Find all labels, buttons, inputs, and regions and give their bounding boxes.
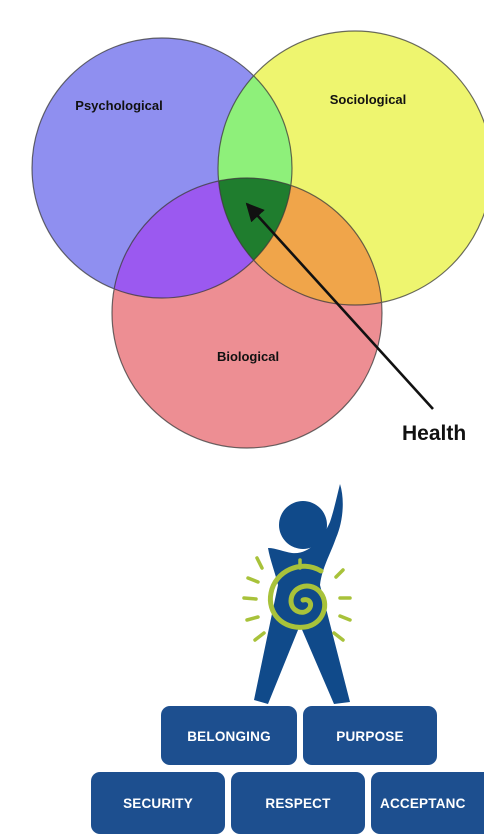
spiral-icon — [242, 556, 352, 642]
venn-diagram: Psychological Sociological Biological He… — [31, 30, 484, 449]
health-label: Health — [402, 422, 466, 445]
health-arrow — [245, 202, 434, 410]
block-purpose: PURPOSE — [303, 706, 437, 765]
psychological-label: Psychological — [75, 98, 162, 113]
block-acceptance: ACCEPTANC — [371, 772, 484, 834]
block-respect-label: RESPECT — [265, 796, 331, 811]
block-security: SECURITY — [91, 772, 225, 834]
figure-person-icon — [254, 484, 350, 704]
biological-label: Biological — [217, 349, 279, 364]
block-belonging-label: BELONGING — [187, 729, 271, 744]
block-purpose-label: PURPOSE — [336, 729, 403, 744]
block-respect: RESPECT — [231, 772, 365, 834]
block-security-label: SECURITY — [123, 796, 193, 811]
psych-bio-overlap — [112, 178, 292, 298]
sociological-label: Sociological — [330, 92, 407, 107]
figure-body — [254, 484, 350, 704]
figure-head — [279, 501, 327, 549]
block-acceptance-label: ACCEPTANC — [380, 796, 466, 811]
block-belonging: BELONGING — [161, 706, 297, 765]
socio-bio-overlap — [218, 178, 382, 305]
figure-illustration: BELONGING PURPOSE SECURITY RESPECT ACCEP… — [91, 484, 484, 834]
